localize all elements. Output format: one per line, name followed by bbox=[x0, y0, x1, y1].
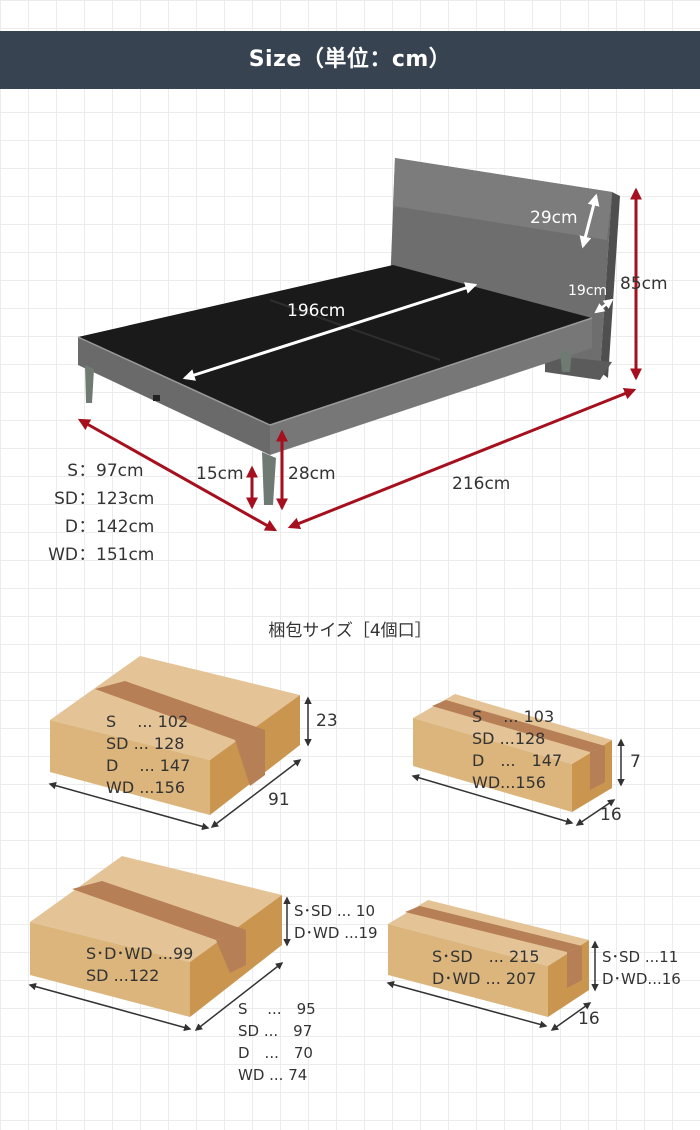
total-height-label: 85cm bbox=[620, 274, 668, 294]
headboard-upper-arrow bbox=[579, 193, 600, 249]
leg-height-label: 15cm bbox=[196, 464, 244, 484]
total-length-arrow bbox=[287, 387, 637, 530]
box2-height: 7 bbox=[630, 752, 641, 772]
length-mattress-arrow bbox=[182, 282, 478, 381]
headboard-upper-label: 29cm bbox=[530, 208, 578, 228]
page-title: Size（単位：cm） bbox=[0, 31, 700, 89]
box2-label: S ... 103 SD ...128 D ... 147 WD...156 bbox=[472, 707, 563, 792]
width-arrow bbox=[77, 418, 278, 532]
headboard-shelf-label: 19cm bbox=[568, 283, 608, 299]
width-item-sd: SD：123cm bbox=[54, 489, 155, 509]
width-item-d: D：142cm bbox=[64, 517, 155, 537]
box2-depth: 16 bbox=[600, 805, 622, 825]
box1-label: S ... 102 SD ... 128 D ... 147 WD ...156 bbox=[106, 712, 191, 797]
packing-title: 梱包サイズ［4個口］ bbox=[268, 621, 432, 641]
width-item-s: S：97cm bbox=[67, 461, 144, 481]
headboard-shelf-arrow bbox=[594, 298, 614, 314]
box4-depth: 16 bbox=[578, 1009, 600, 1029]
box-2 bbox=[413, 694, 612, 812]
box3-height-list: S･SD ... 10 D･WD ...19 bbox=[294, 902, 378, 942]
total-length-label: 216cm bbox=[452, 474, 511, 494]
box3-label: S･D･WD ...99 SD ...122 bbox=[86, 944, 194, 985]
box3-depth-list: S ... 95 SD ... 97 D ... 70 WD ... 74 bbox=[238, 1000, 316, 1084]
box4-height-list: S･SD ...11 D･WD...16 bbox=[602, 948, 681, 988]
width-list: S：97cm SD：123cm D：142cm WD：151cm bbox=[30, 457, 154, 569]
length-mattress-label: 196cm bbox=[287, 301, 346, 321]
box1-height: 23 bbox=[316, 711, 338, 731]
width-item-wd: WD：151cm bbox=[48, 545, 155, 565]
box1-depth: 91 bbox=[268, 790, 290, 810]
box4-label: S･SD ... 215 D･WD ... 207 bbox=[432, 947, 540, 988]
frame-height-label: 28cm bbox=[288, 464, 336, 484]
